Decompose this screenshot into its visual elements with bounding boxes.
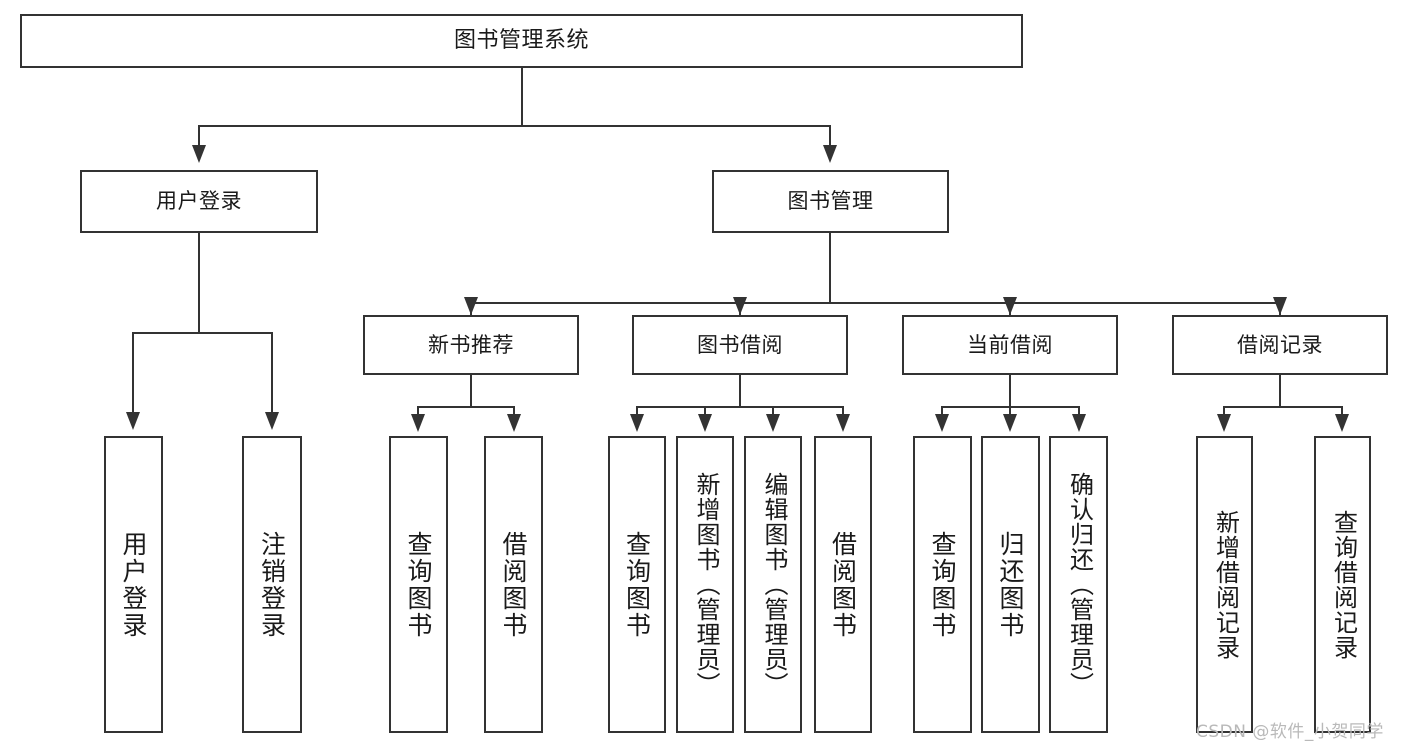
node-borrow-record[interactable]: 借阅记录 — [1172, 315, 1388, 375]
node-label: 用户登录 — [119, 530, 148, 639]
arrow-book-borrow-to-add-book — [698, 414, 712, 432]
node-label: 查询图书 — [404, 530, 433, 639]
node-label: 编辑图书（管理员） — [759, 472, 788, 697]
node-book-borrow[interactable]: 图书借阅 — [632, 315, 848, 375]
node-label: 图书借阅 — [697, 332, 783, 357]
node-label: 借阅记录 — [1237, 332, 1323, 357]
connector-borrow-record-stem — [1279, 375, 1281, 407]
connector-new-book-branch-1 — [417, 406, 419, 416]
node-leaf-add-record[interactable]: 新增借阅记录 — [1196, 436, 1253, 733]
connector-root-stem — [521, 68, 523, 126]
node-label: 图书管理 — [787, 189, 874, 214]
arrow-new-book-to-query-book — [411, 414, 425, 432]
node-label: 确认归还（管理员） — [1065, 472, 1094, 697]
connector-book-borrow-branch-4 — [842, 406, 844, 416]
arrow-root-to-book-management — [823, 145, 837, 163]
node-leaf-query-record[interactable]: 查询借阅记录 — [1314, 436, 1371, 733]
arrow-borrow-record-to-add-record — [1217, 414, 1231, 432]
node-leaf-borrow-book-1[interactable]: 借阅图书 — [484, 436, 543, 733]
node-new-book-recommend[interactable]: 新书推荐 — [363, 315, 579, 375]
node-leaf-user-login[interactable]: 用户登录 — [104, 436, 163, 733]
node-label: 查询图书 — [622, 530, 652, 639]
arrow-bm-to-book-borrow — [733, 297, 747, 315]
connector-user-login-branch-2 — [271, 332, 273, 414]
arrow-borrow-record-to-query-record — [1335, 414, 1349, 432]
node-label: 新书推荐 — [428, 332, 514, 357]
connector-root-to-user-login — [198, 125, 200, 147]
connector-new-book-bus — [417, 406, 515, 408]
connector-user-login-bus — [132, 332, 272, 334]
connector-new-book-branch-2 — [513, 406, 515, 416]
connector-current-borrow-stem — [1009, 375, 1011, 407]
arrow-book-borrow-to-query-book — [630, 414, 644, 432]
node-label: 借阅图书 — [828, 530, 858, 639]
arrow-book-borrow-to-borrow-book — [836, 414, 850, 432]
connector-current-borrow-branch-2 — [1009, 406, 1011, 416]
node-leaf-query-book-1[interactable]: 查询图书 — [389, 436, 448, 733]
node-book-management[interactable]: 图书管理 — [712, 170, 949, 233]
connector-borrow-record-branch-2 — [1341, 406, 1343, 416]
connector-book-borrow-stem — [739, 375, 741, 407]
node-label: 用户登录 — [156, 189, 242, 214]
arrow-new-book-to-borrow-book — [507, 414, 521, 432]
connector-current-borrow-branch-1 — [941, 406, 943, 416]
node-current-borrow[interactable]: 当前借阅 — [902, 315, 1118, 375]
connector-new-book-stem — [470, 375, 472, 407]
node-label: 注销登录 — [257, 530, 287, 639]
node-label: 查询借阅记录 — [1329, 509, 1358, 660]
node-leaf-logout-login[interactable]: 注销登录 — [242, 436, 302, 733]
arrow-user-login-to-leaf-user-login — [126, 412, 140, 430]
node-leaf-return-book[interactable]: 归还图书 — [981, 436, 1040, 733]
arrow-current-borrow-to-query-book — [935, 414, 949, 432]
connector-root-bus — [198, 125, 830, 127]
node-user-login[interactable]: 用户登录 — [80, 170, 318, 233]
node-book-management-system[interactable]: 图书管理系统 — [20, 14, 1023, 68]
connector-book-borrow-branch-1 — [636, 406, 638, 416]
node-leaf-add-book[interactable]: 新增图书（管理员） — [676, 436, 734, 733]
node-leaf-query-book-2[interactable]: 查询图书 — [608, 436, 666, 733]
connector-book-borrow-branch-3 — [772, 406, 774, 416]
arrow-user-login-to-leaf-logout-login — [265, 412, 279, 430]
connector-borrow-record-branch-1 — [1223, 406, 1225, 416]
arrow-current-borrow-to-return-book — [1003, 414, 1017, 432]
node-label: 图书管理系统 — [453, 28, 589, 54]
connector-user-login-stem — [198, 233, 200, 333]
arrow-bm-to-new-book-recommend — [464, 297, 478, 315]
connector-user-login-branch-1 — [132, 332, 134, 414]
node-label: 新增借阅记录 — [1211, 509, 1240, 660]
node-label: 归还图书 — [996, 530, 1025, 639]
node-label: 借阅图书 — [499, 530, 528, 639]
node-label: 查询图书 — [928, 530, 957, 639]
arrow-current-borrow-to-confirm-return — [1072, 414, 1086, 432]
node-leaf-edit-book[interactable]: 编辑图书（管理员） — [744, 436, 802, 733]
connector-root-to-book-management — [829, 125, 831, 147]
node-leaf-borrow-book-2[interactable]: 借阅图书 — [814, 436, 872, 733]
connector-borrow-record-bus — [1223, 406, 1343, 408]
arrow-bm-to-borrow-record — [1273, 297, 1287, 315]
csdn-watermark: CSDN @软件_小贺同学 — [1196, 722, 1384, 742]
connector-book-management-bus — [470, 302, 1280, 304]
node-label: 新增图书（管理员） — [691, 472, 720, 697]
arrow-root-to-user-login — [192, 145, 206, 163]
connector-current-borrow-branch-3 — [1078, 406, 1080, 416]
node-label: 当前借阅 — [967, 332, 1053, 357]
connector-book-management-stem — [829, 233, 831, 303]
arrow-bm-to-current-borrow — [1003, 297, 1017, 315]
connector-book-borrow-branch-2 — [704, 406, 706, 416]
connector-book-borrow-bus — [636, 406, 844, 408]
node-leaf-query-book-3[interactable]: 查询图书 — [913, 436, 972, 733]
node-leaf-confirm-return[interactable]: 确认归还（管理员） — [1049, 436, 1108, 733]
arrow-book-borrow-to-edit-book — [766, 414, 780, 432]
